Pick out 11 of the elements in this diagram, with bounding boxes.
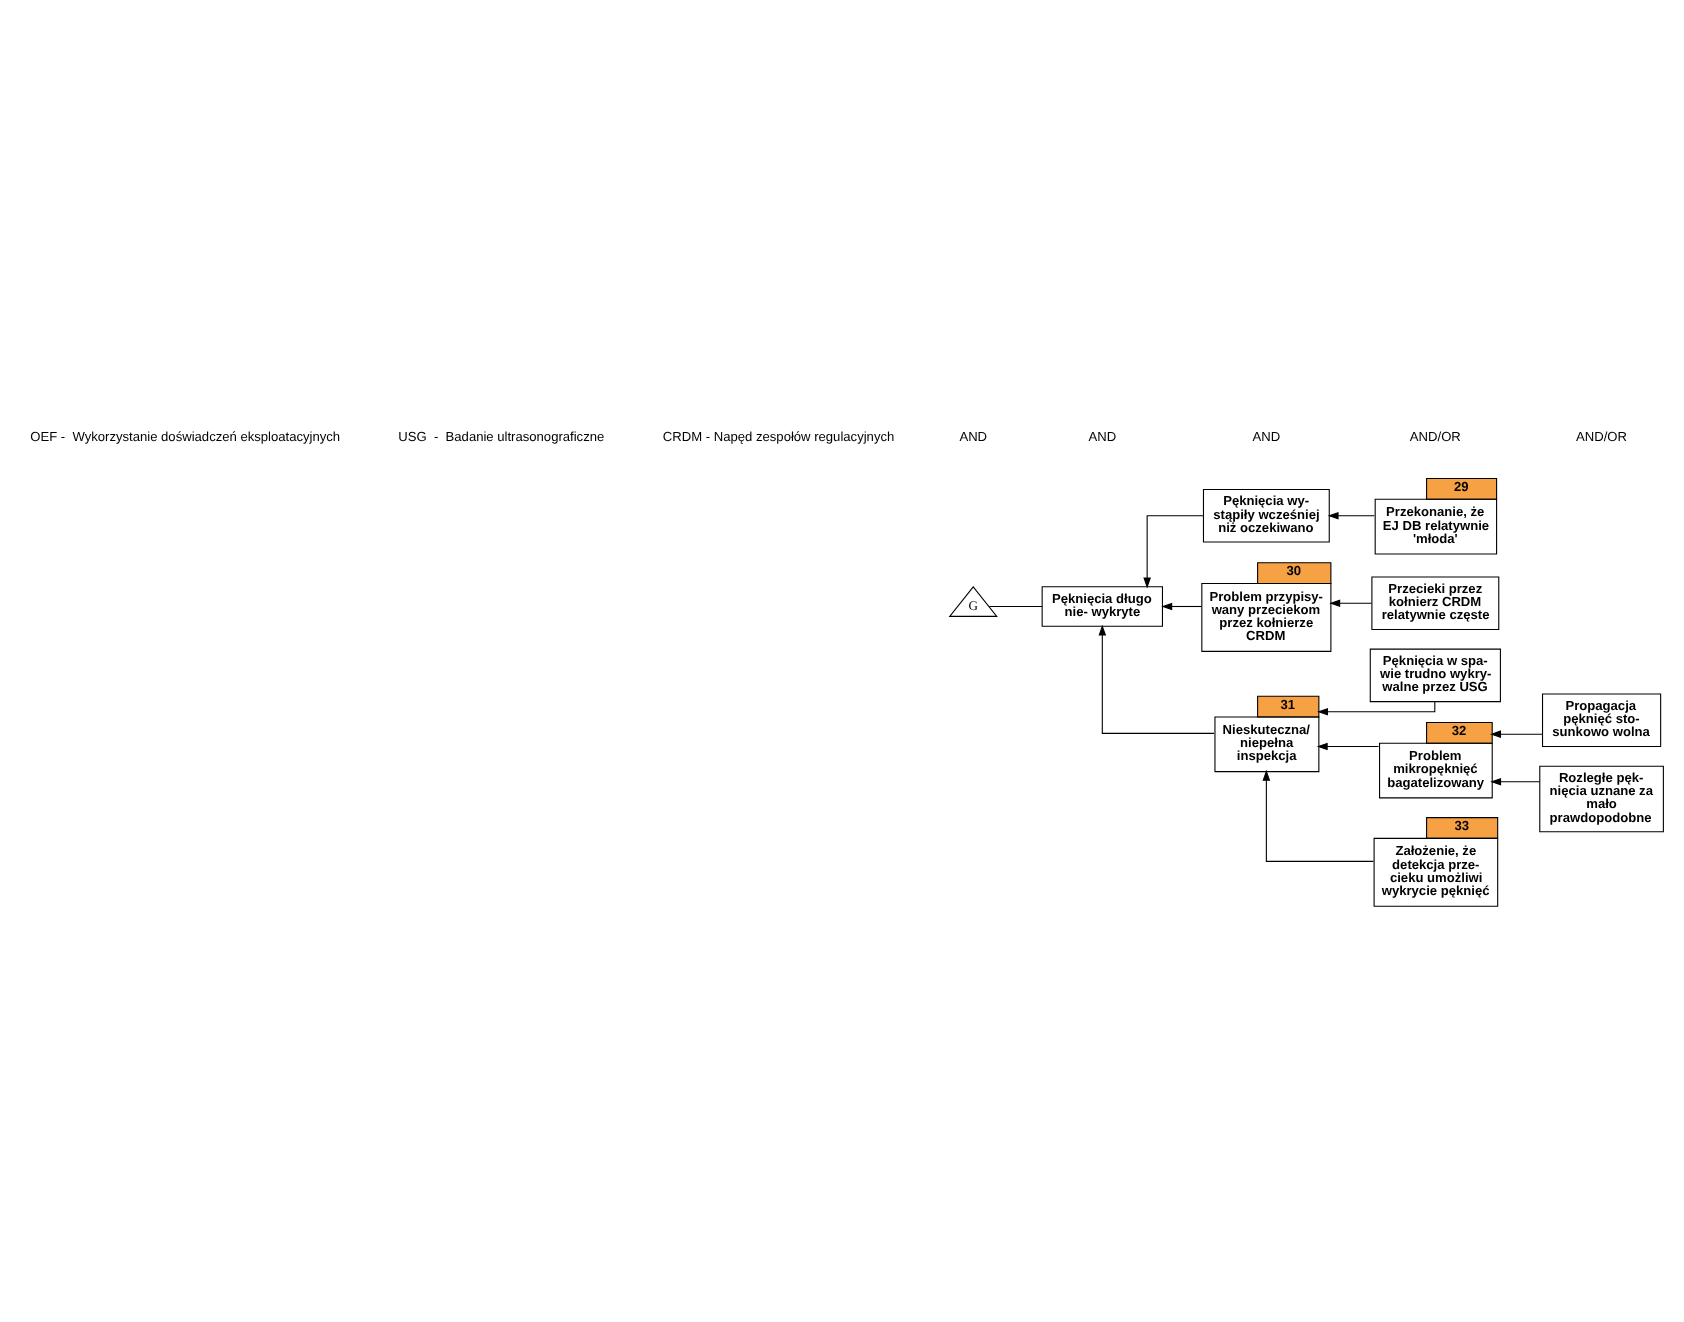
arrow — [1161, 601, 1203, 610]
arrow — [1327, 510, 1375, 519]
arrow — [1098, 623, 1215, 733]
arrow — [1329, 598, 1372, 607]
connector — [988, 604, 1043, 607]
arrow — [1316, 741, 1380, 750]
arrow — [1490, 729, 1544, 737]
arrow — [1317, 700, 1436, 715]
arrow — [1262, 768, 1374, 861]
arrow — [1490, 776, 1541, 785]
arrow — [1143, 514, 1204, 588]
